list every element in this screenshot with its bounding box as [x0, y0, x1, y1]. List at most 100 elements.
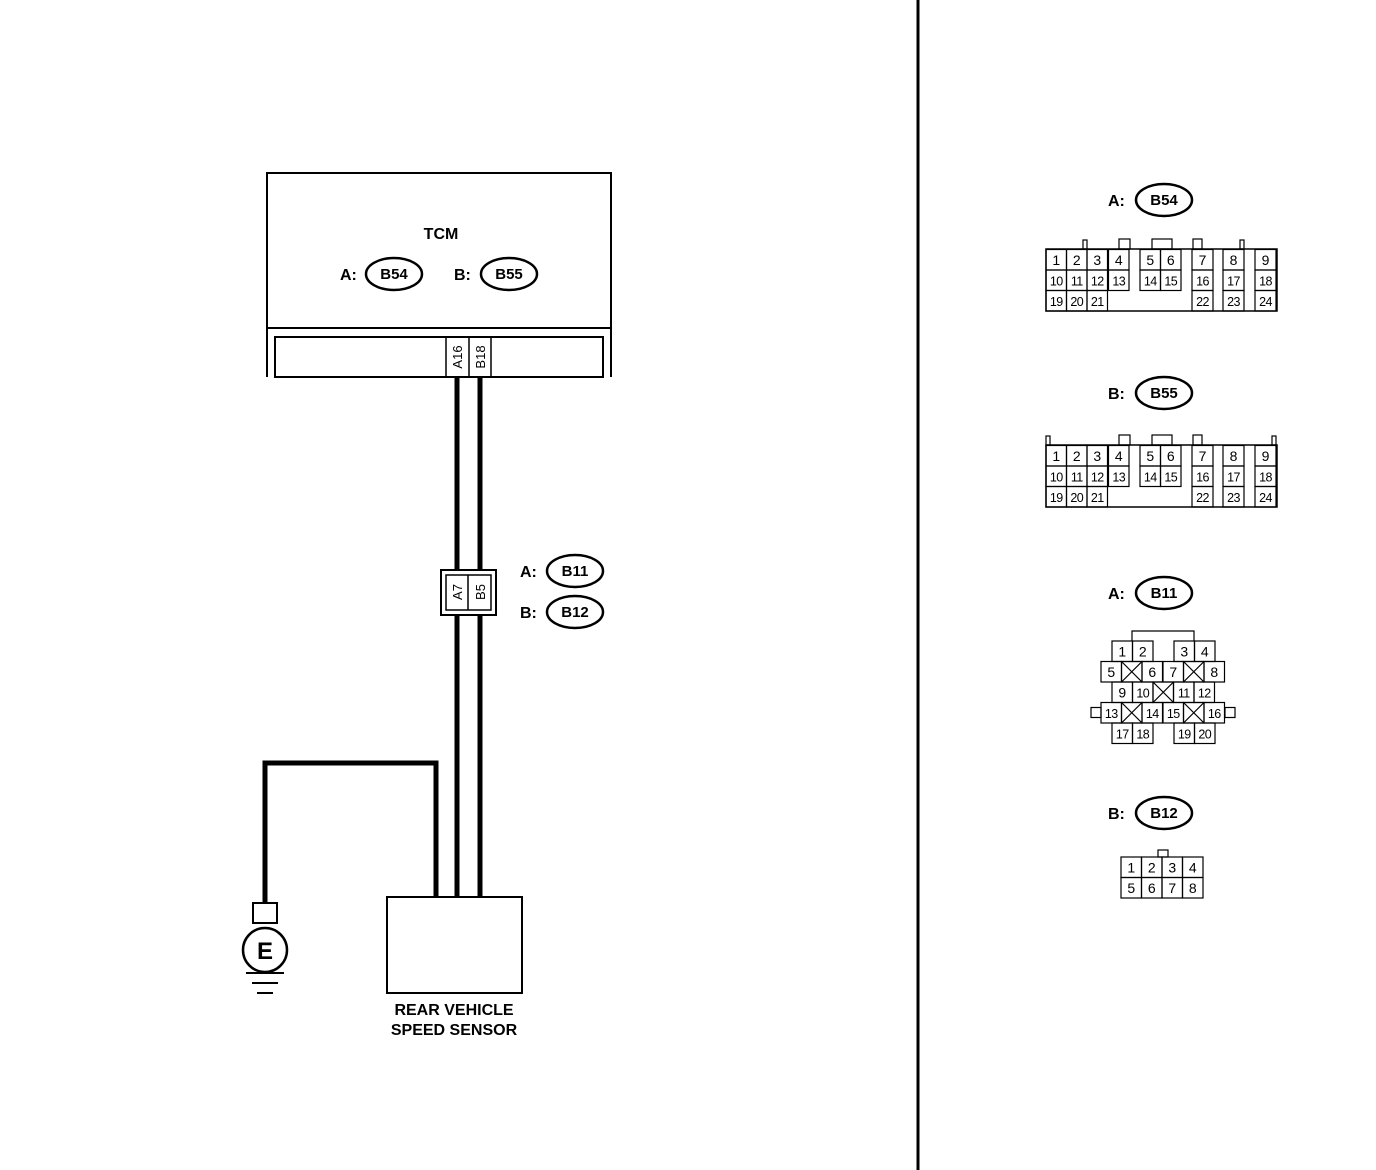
b11-pin-19-label: 19	[1178, 727, 1191, 741]
b55-pin-16-label: 16	[1196, 470, 1209, 484]
b55-pin-8-label: 8	[1230, 448, 1238, 464]
b11-pin-16-label: 16	[1208, 707, 1221, 721]
b55-pin-15	[1159, 465, 1182, 488]
b54-pin-22	[1191, 289, 1214, 312]
b54-pin-19-label: 19	[1050, 295, 1063, 309]
b11-pin-15-label: 15	[1167, 707, 1180, 721]
b54-pin-14-label: 14	[1144, 274, 1157, 288]
b12-pin-5-label: 5	[1127, 880, 1135, 896]
b55-pin-18-label: 18	[1259, 470, 1272, 484]
b54-pin-23	[1222, 289, 1245, 312]
b11-pin-10-label: 10	[1136, 686, 1149, 700]
b55-pin-11-label: 11	[1071, 470, 1083, 484]
b11-pin-20-label: 20	[1198, 727, 1211, 741]
b54-pin-2-label: 2	[1073, 252, 1081, 268]
b11-name: B11	[1151, 585, 1178, 602]
b55-pin-15-label: 15	[1164, 470, 1177, 484]
b12-pin-3-label: 3	[1168, 859, 1176, 875]
b54-pin-9-label: 9	[1262, 252, 1270, 268]
b11-pin-8-label: 8	[1210, 664, 1218, 680]
b54-pin-4-label: 4	[1115, 252, 1123, 268]
b55-oval	[1134, 375, 1194, 411]
b55-pin-3-label: 3	[1093, 448, 1101, 464]
tcm-conn-b-oval	[479, 256, 539, 292]
b55-pin-20-label: 20	[1070, 491, 1083, 505]
b11-pin-13-label: 13	[1105, 707, 1118, 721]
joint-connector: A7 B5 A: B11 B: B12	[440, 553, 605, 630]
b11-pin-12-label: 12	[1198, 686, 1211, 700]
b54-pin-24-label: 24	[1259, 295, 1272, 309]
tcm-conn-a-oval	[364, 256, 424, 292]
b55-pin-17-label: 17	[1227, 470, 1240, 484]
b11-oval	[1134, 575, 1194, 611]
b11-pin-5-label: 5	[1107, 664, 1115, 680]
b54-pin-11-label: 11	[1071, 274, 1083, 288]
b54-pin-7-label: 7	[1199, 252, 1207, 268]
b11-pin-7-label: 7	[1169, 664, 1177, 680]
b55-pin-9-label: 9	[1262, 448, 1270, 464]
b55-pin-5-label: 5	[1146, 448, 1154, 464]
b54-pin-23-label: 23	[1227, 295, 1240, 309]
b55-pin-14-label: 14	[1144, 470, 1157, 484]
b11-prefix: A:	[1108, 586, 1125, 603]
joint-conn-a-oval	[545, 553, 605, 589]
b55-pin-2-label: 2	[1073, 448, 1081, 464]
tcm-conn-a-prefix: A:	[340, 267, 357, 284]
b55-pin-13	[1107, 465, 1130, 488]
b55-pin-19-label: 19	[1050, 491, 1063, 505]
tcm-unit: TCM A: B54 B: B55 A16 B18	[266, 172, 612, 378]
b11-pin-18-label: 18	[1136, 727, 1149, 741]
b11-pin-11-label: 11	[1178, 686, 1190, 700]
b55-pin-7-label: 7	[1199, 448, 1207, 464]
tcm-title: TCM	[424, 226, 459, 243]
b12-name: B12	[1150, 805, 1178, 822]
b55-pin-4-label: 4	[1115, 448, 1123, 464]
b54-pin-8-label: 8	[1230, 252, 1238, 268]
tcm-box	[266, 172, 612, 329]
b11-pin-17-label: 17	[1116, 727, 1129, 741]
b54-pin-21-label: 21	[1091, 295, 1104, 309]
tcm-pin-b18: B18	[473, 345, 488, 368]
tcm-conn-a-label: B54	[380, 266, 408, 283]
b54-pin-12-label: 12	[1091, 274, 1104, 288]
joint-conn-a-prefix: A:	[520, 564, 537, 581]
b55-pin-23-label: 23	[1227, 491, 1240, 505]
b12-pin-8	[1181, 876, 1204, 899]
harness-wires	[262, 377, 483, 903]
joint-conn-a-label: B11	[562, 563, 589, 580]
b12-pin-8-label: 8	[1189, 880, 1197, 896]
b54-pin-15-label: 15	[1164, 274, 1177, 288]
b54-pin-24	[1254, 289, 1277, 312]
joint-conn-b-prefix: B:	[520, 605, 537, 622]
b12-pin-2-label: 2	[1148, 859, 1156, 875]
b12-pin-4-label: 4	[1189, 859, 1197, 875]
b54-pin-20-label: 20	[1070, 295, 1083, 309]
b55-pin-23	[1222, 485, 1245, 508]
b55-pin-12-label: 12	[1091, 470, 1104, 484]
b11-pin-9-label: 9	[1118, 684, 1126, 700]
b12-pin-7-label: 7	[1168, 880, 1176, 896]
joint-conn-b-oval	[545, 594, 605, 630]
tcm-conn-b-prefix: B:	[454, 267, 471, 284]
joint-pin-b5: B5	[473, 584, 488, 600]
ground-terminal	[252, 902, 278, 924]
b11-pin-20	[1193, 722, 1216, 745]
ground-point: E	[241, 902, 289, 994]
b11-pin-2-label: 2	[1139, 643, 1147, 659]
b55-pin-21	[1086, 485, 1109, 508]
b54-pin-16-label: 16	[1196, 274, 1209, 288]
b55-pin-21-label: 21	[1091, 491, 1104, 505]
b55-pin-22-label: 22	[1196, 491, 1209, 505]
b11-pin-18	[1131, 722, 1154, 745]
b11-pin-3-label: 3	[1180, 643, 1188, 659]
tcm-connector-strip	[274, 336, 604, 378]
b54-pin-15	[1159, 269, 1182, 292]
b54-pin-6-label: 6	[1167, 252, 1175, 268]
b54-pin-10-label: 10	[1050, 274, 1063, 288]
rear-vehicle-speed-sensor: REAR VEHICLE SPEED SENSOR	[386, 896, 523, 1039]
